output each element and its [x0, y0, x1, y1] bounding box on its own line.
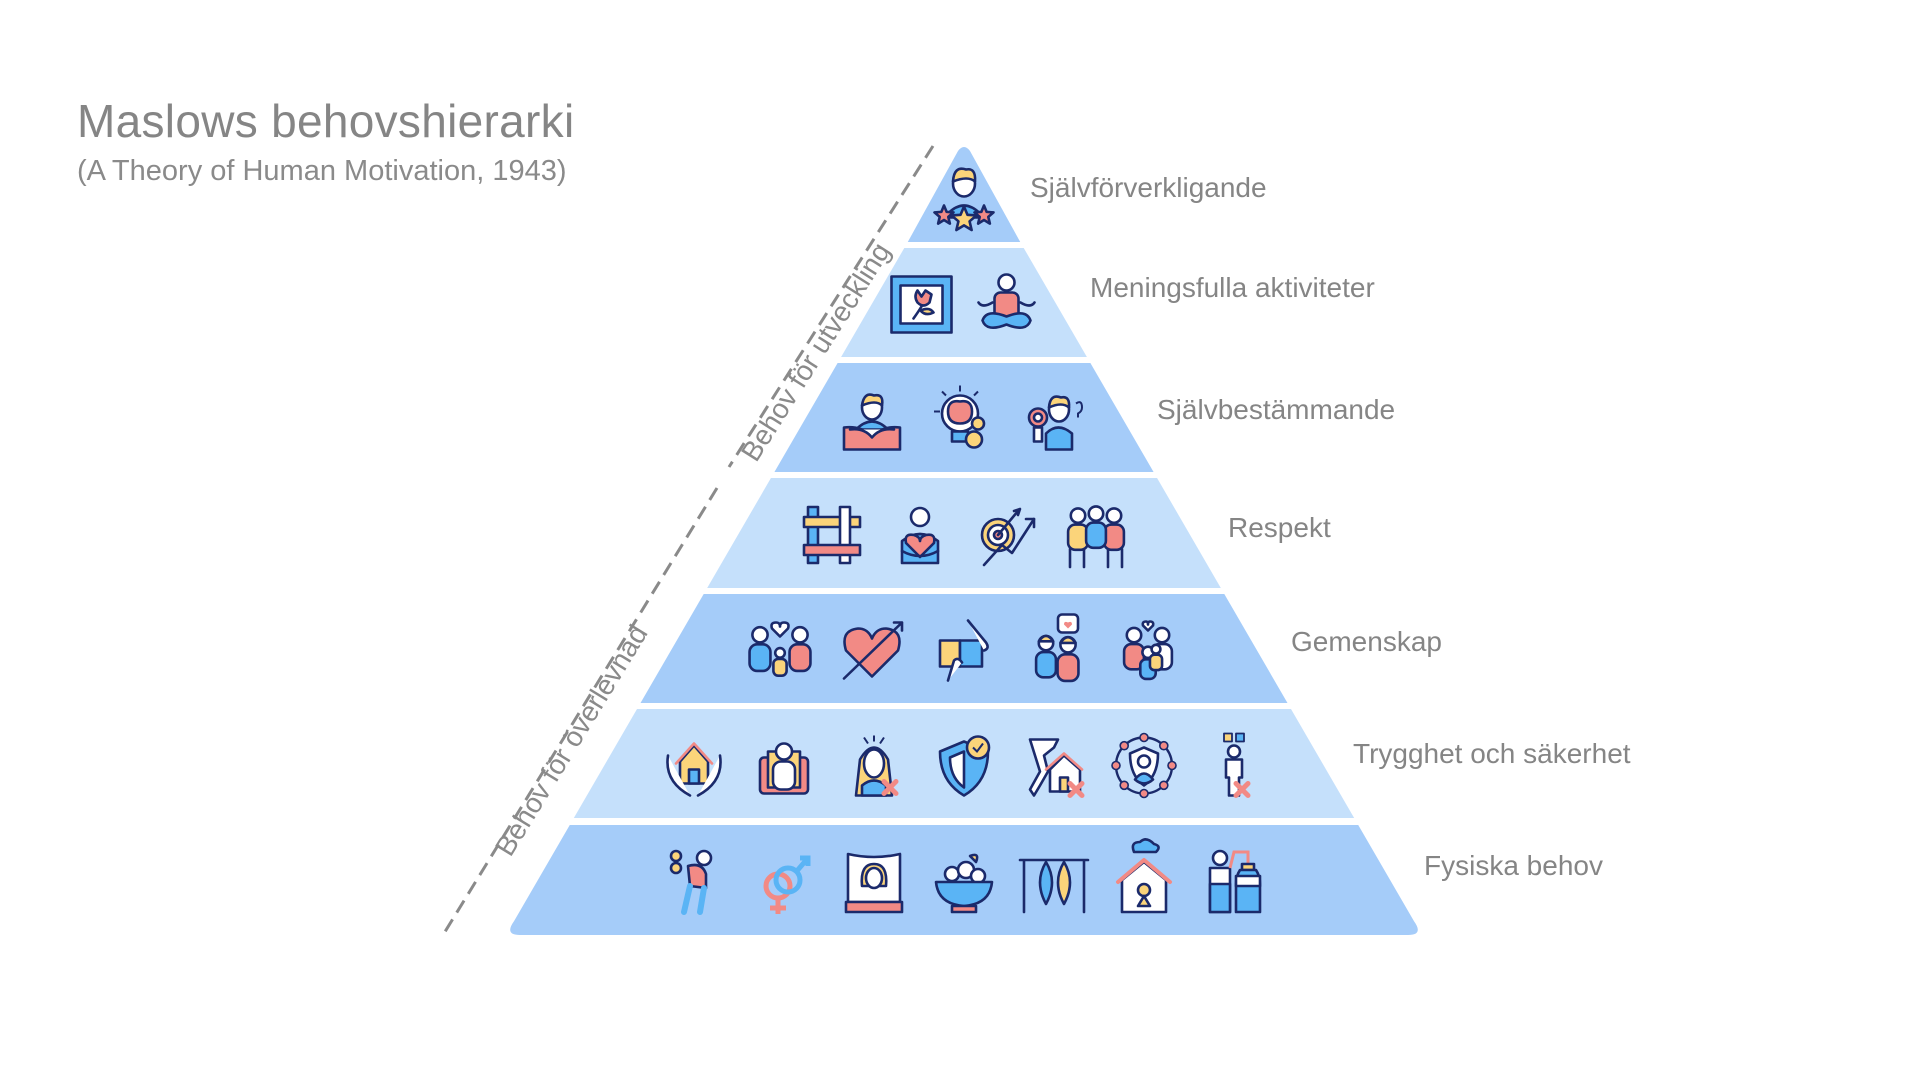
pyramid-tier-7 — [510, 825, 1418, 935]
person-magnifier-question-icon — [1027, 395, 1084, 451]
tier-label: Gemenskap — [1291, 626, 1442, 657]
joined-hands-icon — [802, 505, 862, 565]
tired-person-windup-key-icon — [669, 849, 713, 915]
page-title: Maslows behovshierarki — [77, 95, 575, 147]
person-with-stars-icon — [933, 167, 995, 232]
tier-label: Självbestämmande — [1157, 394, 1396, 425]
tier-label: Respekt — [1228, 512, 1331, 543]
stressed-person-x-icon — [854, 735, 899, 797]
couple-speech-heart-icon — [1034, 613, 1080, 683]
person-in-armchair-icon — [758, 742, 810, 795]
confused-person-puzzle-x-icon — [1223, 732, 1251, 798]
hanging-fish-icon — [1018, 858, 1090, 914]
collapsed-house-tornado-icon — [1028, 738, 1085, 798]
tier-label: Fysiska behov — [1424, 850, 1603, 881]
three-people-embracing-icon — [1066, 505, 1126, 569]
person-sleeping-pillow-icon — [844, 852, 904, 914]
person-in-protection-circle-icon — [1111, 732, 1177, 799]
gender-symbols-icon — [763, 855, 811, 914]
shield-check-icon — [938, 735, 991, 797]
icons-layer — [666, 167, 1262, 915]
tier-label: Självförverkligande — [1030, 172, 1267, 203]
growth-divider-dashed-line — [727, 145, 935, 468]
salad-bowl-icon — [934, 853, 994, 914]
hands-puzzle-pieces-icon — [938, 619, 989, 682]
meditating-person-icon — [977, 273, 1036, 329]
tier-label: Trygghet och säkerhet — [1353, 738, 1631, 769]
family-with-heart-icon — [748, 621, 812, 677]
page-subtitle: (A Theory of Human Motivation, 1943) — [77, 155, 567, 187]
tier-label: Meningsfulla aktiviteter — [1090, 272, 1375, 303]
pyramid-tier-4 — [707, 478, 1221, 588]
framed-flower-painting-icon — [890, 275, 953, 334]
person-water-bottle-icon — [1208, 849, 1262, 914]
lightbulb-brain-gears-icon — [934, 385, 986, 449]
heart-with-arrow-icon — [842, 621, 904, 680]
hands-holding-house-icon — [666, 742, 722, 797]
person-holding-heart-icon — [900, 506, 940, 565]
person-reading-book-icon — [842, 393, 902, 451]
family-hug-icon — [1122, 620, 1174, 681]
home-shelter-icon — [1116, 838, 1172, 914]
target-arrow-growth-icon — [980, 507, 1036, 567]
